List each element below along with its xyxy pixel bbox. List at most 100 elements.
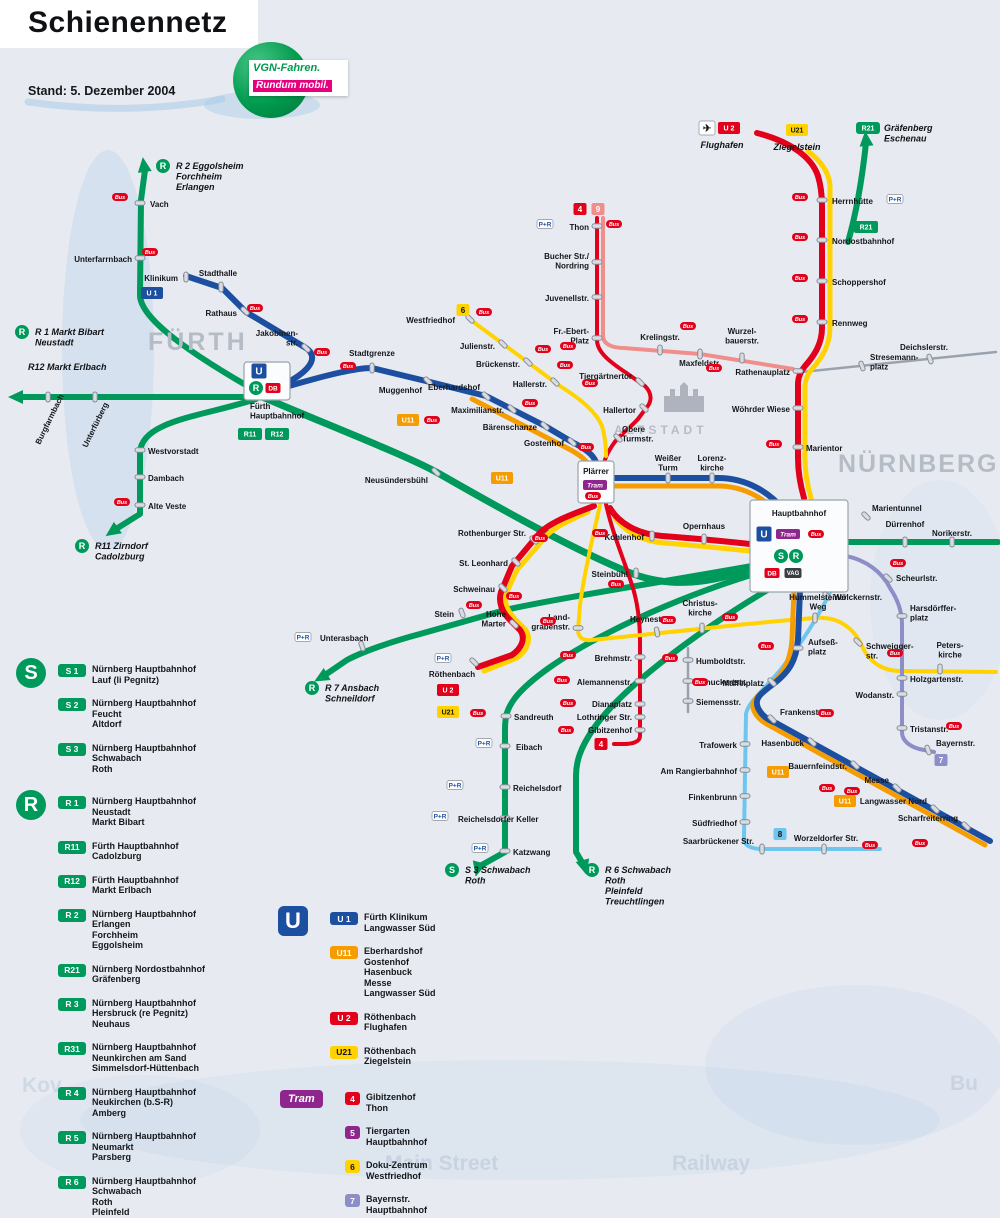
bus-stop-icon: Bus: [660, 616, 676, 624]
svg-text:U11: U11: [496, 476, 509, 483]
map-date: Stand: 5. Dezember 2004: [28, 84, 176, 98]
svg-text:R: R: [79, 541, 86, 551]
line-u21-west: [612, 515, 771, 556]
station-marker: [739, 352, 745, 364]
bus-stop-icon: Bus: [578, 443, 594, 451]
svg-text:Bus: Bus: [538, 347, 548, 353]
bus-stop-icon: Bus: [792, 315, 808, 323]
svg-text:Bus: Bus: [595, 531, 605, 537]
line-u21-sued: [481, 509, 591, 674]
station-marker: [697, 348, 703, 360]
bus-stop-icon: Bus: [766, 440, 782, 448]
station-label: Lorenz-kirche: [698, 454, 727, 473]
legend-badge-5: 5: [345, 1126, 360, 1139]
station-marker: [812, 612, 818, 624]
station-label: Eberhardshof: [428, 383, 480, 392]
line-u2-sued: [475, 503, 597, 670]
station-label: Dürrenhof: [886, 520, 925, 529]
s-bahn-symbol: S: [16, 658, 46, 688]
station-label: Reichelsdorfer Keller: [458, 815, 538, 824]
station-label: Brückenstr.: [476, 360, 520, 369]
station-label: Maximilianstr.: [451, 406, 504, 415]
station-label: Marientor: [806, 444, 842, 453]
bus-stop-icon: Bus: [862, 841, 878, 849]
svg-text:4: 4: [578, 205, 583, 214]
svg-text:Bus: Bus: [709, 366, 719, 372]
line-badge-R: R: [789, 549, 803, 563]
line-r-main-fuerth-nuernberg: [256, 392, 756, 586]
tram-symbol: Tram: [280, 1090, 323, 1108]
station-label: Bayernstr.: [936, 739, 975, 748]
line-badge-Tram: Tram: [583, 480, 607, 490]
bus-stop-icon: Bus: [560, 342, 576, 350]
line-badge-VAG: VAG: [784, 568, 802, 578]
bus-stop-icon: Bus: [792, 274, 808, 282]
svg-text:U11: U11: [402, 418, 415, 425]
station-label: Katzwang: [513, 848, 550, 857]
line-badge-U2: U 2: [437, 684, 459, 696]
station-label: Trafowerk: [699, 741, 737, 750]
svg-text:7: 7: [939, 756, 944, 765]
legend-badge-S3: S 3: [58, 742, 86, 756]
svg-text:Bus: Bus: [761, 644, 771, 650]
svg-text:S: S: [449, 865, 455, 875]
station-marker: [699, 622, 705, 634]
station-marker: [896, 675, 908, 681]
station-label: Worzeldorfer Str.: [794, 834, 858, 843]
station-label: St. Leonhard: [459, 559, 508, 568]
line-badge-S: S: [774, 549, 788, 563]
svg-text:Bus: Bus: [479, 310, 489, 316]
station-label: Maxfeldstr.: [679, 359, 721, 368]
bus-stop-icon: Bus: [142, 248, 158, 256]
park-and-ride-icon: P+R: [434, 653, 452, 663]
station-label: Nordostbahnhof: [832, 237, 895, 246]
station-marker: [792, 444, 804, 450]
svg-text:Bus: Bus: [535, 536, 545, 542]
bus-stop-icon: Bus: [506, 592, 522, 600]
line-tram-stresemann: [800, 350, 998, 374]
line-badge-U11: U11: [767, 766, 789, 778]
bus-stop-icon: Bus: [532, 534, 548, 542]
station-label: Röthenbach: [429, 670, 475, 679]
svg-text:✈: ✈: [703, 124, 712, 135]
station-marker: [816, 237, 828, 243]
line-badge-R: R: [249, 381, 263, 395]
svg-text:Bus: Bus: [893, 561, 903, 567]
station-label: Neusündersbühl: [365, 476, 428, 485]
park-and-ride-icon: P+R: [294, 632, 312, 642]
line-badge-Tram: Tram: [776, 529, 800, 539]
line-badge-4: 4: [573, 203, 587, 215]
legend-badge-R3: R 3: [58, 997, 86, 1011]
svg-text:Bus: Bus: [561, 728, 571, 734]
station-marker: [183, 271, 189, 283]
terminus-badge-R: R: [585, 863, 599, 877]
station-marker: [816, 197, 828, 203]
station-label: Tiergärtnertor: [579, 372, 632, 381]
station-label: Dianaplatz: [592, 700, 632, 709]
terminus-badge-S: S: [445, 863, 459, 877]
line-badge-U1: U 1: [141, 287, 163, 299]
line-badge-R12: R12: [265, 428, 289, 440]
station-marker: [613, 433, 623, 443]
park-and-ride-icon: P+R: [431, 811, 449, 821]
area-label: ALTSTADT: [614, 423, 708, 437]
svg-text:Bus: Bus: [473, 711, 483, 717]
svg-text:P+R: P+R: [474, 845, 487, 852]
svg-text:Tram: Tram: [587, 482, 603, 489]
svg-text:P+R: P+R: [449, 782, 462, 789]
station-label: Lothringer Str.: [577, 713, 632, 722]
svg-text:U21: U21: [442, 710, 455, 717]
station-marker: [701, 533, 707, 545]
station-label: Plärrer: [583, 467, 609, 476]
line-badge-R11: R11: [238, 428, 262, 440]
